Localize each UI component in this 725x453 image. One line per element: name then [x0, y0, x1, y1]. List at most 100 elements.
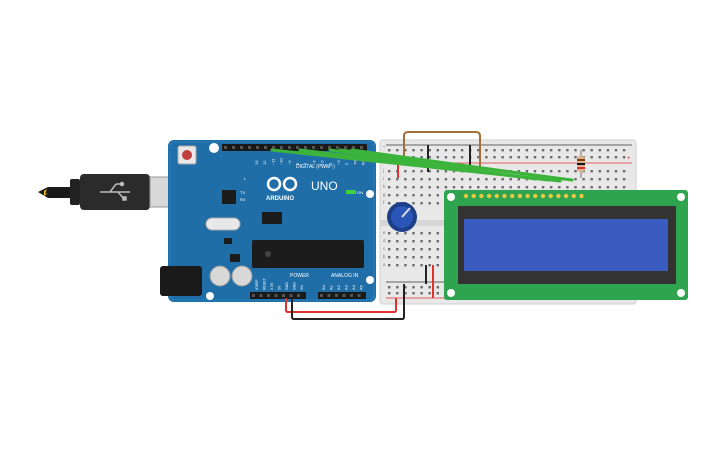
breadboard-hole[interactable] [614, 156, 618, 159]
breadboard-hole[interactable] [477, 178, 480, 181]
header-pin[interactable] [267, 294, 270, 297]
breadboard-hole[interactable] [582, 186, 585, 189]
breadboard-hole[interactable] [614, 178, 618, 181]
breadboard-hole[interactable] [396, 178, 399, 181]
breadboard-hole[interactable] [525, 149, 529, 152]
breadboard-hole[interactable] [404, 194, 407, 197]
power-jack[interactable] [160, 266, 202, 296]
breadboard-hole[interactable] [452, 156, 456, 159]
breadboard-hole[interactable] [460, 178, 464, 181]
breadboard-hole[interactable] [404, 256, 407, 259]
header-pin[interactable] [296, 146, 299, 149]
breadboard-hole[interactable] [420, 232, 423, 235]
breadboard-hole[interactable] [436, 194, 439, 197]
breadboard-hole[interactable] [598, 178, 601, 181]
header-pin[interactable] [240, 146, 243, 149]
breadboard-hole[interactable] [533, 170, 537, 173]
lcd-pin[interactable] [548, 193, 553, 199]
breadboard-hole[interactable] [436, 149, 439, 152]
breadboard-hole[interactable] [550, 149, 553, 152]
breadboard-hole[interactable] [444, 156, 448, 159]
breadboard-hole[interactable] [388, 256, 391, 259]
header-pin[interactable] [282, 294, 285, 297]
breadboard-hole[interactable] [485, 149, 488, 152]
header-pin[interactable] [352, 146, 355, 149]
resistor[interactable] [577, 150, 585, 178]
lcd-pin[interactable] [563, 193, 569, 199]
breadboard-hole[interactable] [525, 186, 529, 189]
arduino-uno-board[interactable]: ARDUINO UNO DIGITAL (PWM~) POWER ANALOG … [160, 140, 376, 302]
header-pin[interactable] [289, 294, 293, 297]
breadboard-hole[interactable] [493, 156, 496, 159]
breadboard-hole[interactable] [396, 248, 399, 251]
breadboard-hole[interactable] [606, 170, 610, 173]
header-pin[interactable] [342, 294, 346, 297]
breadboard-hole[interactable] [541, 149, 545, 152]
breadboard-hole[interactable] [574, 186, 577, 189]
breadboard-hole[interactable] [428, 149, 431, 152]
breadboard-hole[interactable] [598, 170, 601, 173]
breadboard-hole[interactable] [412, 286, 415, 289]
header-pin[interactable] [297, 294, 300, 297]
breadboard-hole[interactable] [517, 170, 520, 173]
breadboard-hole[interactable] [388, 194, 391, 197]
breadboard-hole[interactable] [412, 170, 415, 173]
breadboard-hole[interactable] [444, 186, 448, 189]
breadboard-hole[interactable] [428, 240, 431, 243]
breadboard-hole[interactable] [388, 178, 391, 181]
breadboard-hole[interactable] [517, 178, 520, 181]
lcd-pin[interactable] [517, 193, 523, 199]
breadboard-hole[interactable] [566, 186, 569, 189]
breadboard-hole[interactable] [582, 149, 585, 152]
breadboard-hole[interactable] [525, 156, 529, 159]
breadboard-hole[interactable] [420, 240, 423, 243]
breadboard-hole[interactable] [420, 292, 423, 295]
breadboard-hole[interactable] [412, 240, 415, 243]
breadboard-hole[interactable] [404, 292, 407, 295]
breadboard-hole[interactable] [428, 156, 431, 159]
header-pin[interactable] [328, 146, 331, 149]
breadboard-hole[interactable] [582, 178, 585, 181]
breadboard-hole[interactable] [428, 256, 431, 259]
breadboard-hole[interactable] [396, 232, 399, 235]
breadboard-hole[interactable] [622, 178, 626, 181]
breadboard-hole[interactable] [404, 286, 407, 289]
breadboard-hole[interactable] [396, 292, 399, 295]
potentiometer[interactable] [387, 202, 417, 232]
breadboard-hole[interactable] [396, 264, 399, 267]
breadboard-hole[interactable] [404, 232, 407, 235]
header-pin[interactable] [232, 146, 235, 149]
breadboard-hole[interactable] [412, 292, 415, 295]
breadboard-hole[interactable] [477, 186, 480, 189]
breadboard-hole[interactable] [517, 186, 520, 189]
breadboard-hole[interactable] [412, 232, 415, 235]
breadboard-hole[interactable] [412, 178, 415, 181]
breadboard-hole[interactable] [428, 286, 431, 289]
breadboard-hole[interactable] [444, 178, 448, 181]
power-header[interactable] [250, 292, 306, 299]
breadboard-hole[interactable] [590, 156, 593, 159]
breadboard-hole[interactable] [412, 194, 415, 197]
breadboard-hole[interactable] [388, 248, 391, 251]
breadboard-hole[interactable] [420, 170, 423, 173]
breadboard-hole[interactable] [444, 149, 448, 152]
breadboard-hole[interactable] [509, 149, 512, 152]
lcd-16x2-display[interactable] [444, 190, 688, 300]
breadboard-hole[interactable] [404, 240, 407, 243]
breadboard-hole[interactable] [614, 186, 618, 189]
breadboard-hole[interactable] [436, 232, 439, 235]
breadboard-hole[interactable] [622, 156, 626, 159]
breadboard-hole[interactable] [396, 256, 399, 259]
breadboard-hole[interactable] [606, 149, 610, 152]
breadboard-hole[interactable] [566, 170, 569, 173]
breadboard-hole[interactable] [412, 202, 415, 205]
breadboard-hole[interactable] [477, 156, 480, 159]
header-pin[interactable] [272, 146, 275, 149]
lcd-pin[interactable] [510, 193, 515, 199]
breadboard-hole[interactable] [517, 149, 520, 152]
breadboard-hole[interactable] [428, 170, 431, 173]
breadboard-hole[interactable] [590, 178, 593, 181]
breadboard-hole[interactable] [420, 186, 423, 189]
breadboard-hole[interactable] [485, 156, 488, 159]
